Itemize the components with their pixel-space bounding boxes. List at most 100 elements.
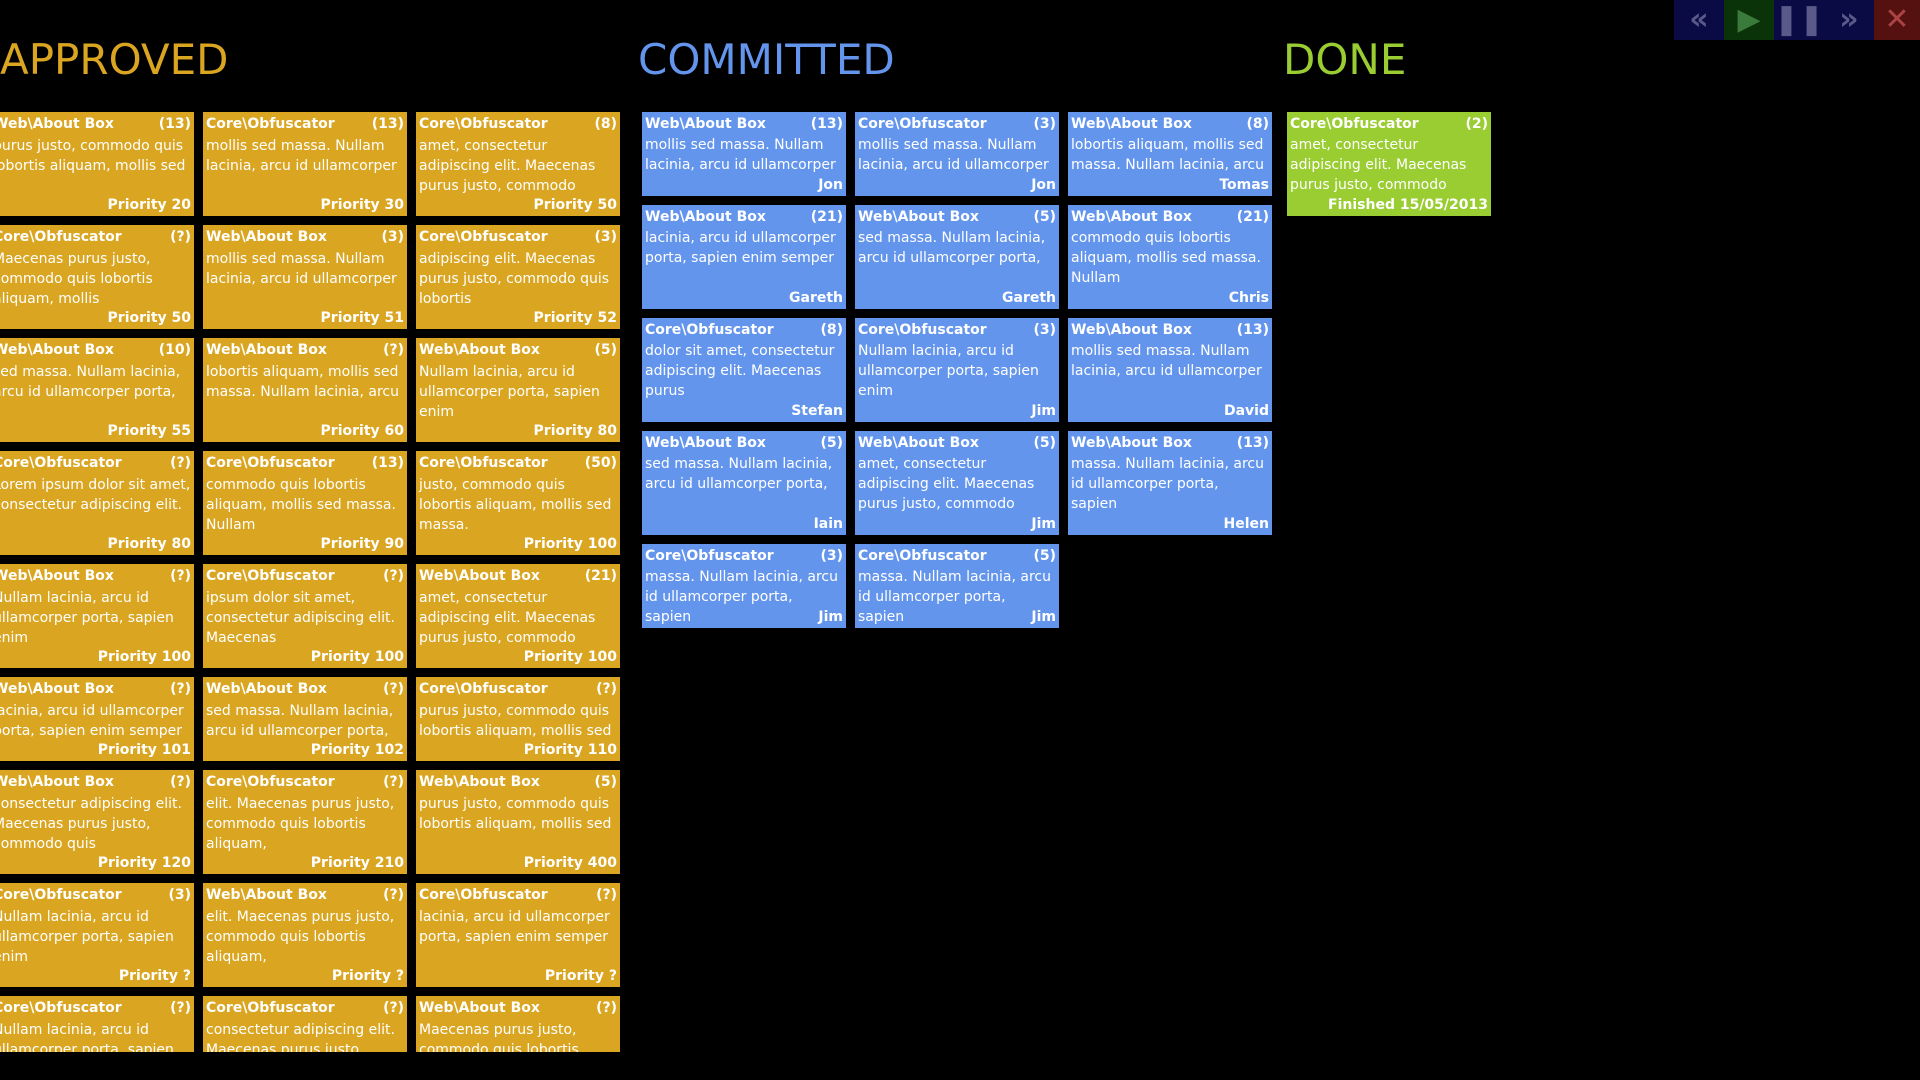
approved-card[interactable]: Core\Obfuscator(?)consectetur adipiscing…: [203, 996, 407, 1052]
approved-card[interactable]: Core\Obfuscator(?)elit. Maecenas purus j…: [203, 770, 407, 874]
card-estimate: (21): [810, 209, 843, 225]
approved-card[interactable]: Core\Obfuscator(?)Maecenas purus justo, …: [0, 225, 194, 329]
card-description: justo, commodo quis lobortis aliquam, mo…: [419, 477, 612, 533]
approved-card[interactable]: Web\About Box(13)purus justo, commodo qu…: [0, 112, 194, 216]
committed-card[interactable]: Web\About Box(21)lacinia, arcu id ullamc…: [642, 205, 846, 309]
committed-card[interactable]: Web\About Box(5)sed massa. Nullam lacini…: [642, 431, 846, 535]
card-header: Core\Obfuscator(?): [419, 886, 617, 904]
approved-card[interactable]: Web\About Box(?)lobortis aliquam, mollis…: [203, 338, 407, 442]
card-header: Core\Obfuscator(3): [645, 547, 843, 565]
approved-card[interactable]: Core\Obfuscator(50)justo, commodo quis l…: [416, 451, 620, 555]
approved-card[interactable]: Web\About Box(?)consectetur adipiscing e…: [0, 770, 194, 874]
card-header: Web\About Box(8): [1071, 115, 1269, 133]
card-description: sed massa. Nullam lacinia, arcu id ullam…: [206, 703, 394, 739]
card-header: Core\Obfuscator(?): [206, 999, 404, 1017]
card-header: Web\About Box(5): [419, 773, 617, 791]
committed-card[interactable]: Web\About Box(13)massa. Nullam lacinia, …: [1068, 431, 1272, 535]
card-description: lacinia, arcu id ullamcorper porta, sapi…: [0, 703, 184, 739]
card-header: Core\Obfuscator(?): [206, 773, 404, 791]
approved-card[interactable]: Core\Obfuscator(3)adipiscing elit. Maece…: [416, 225, 620, 329]
approved-card[interactable]: Core\Obfuscator(3)Nullam lacinia, arcu i…: [0, 883, 194, 987]
committed-card[interactable]: Web\About Box(8)lobortis aliquam, mollis…: [1068, 112, 1272, 196]
committed-card[interactable]: Web\About Box(13)mollis sed massa. Nulla…: [1068, 318, 1272, 422]
card-title: Core\Obfuscator: [419, 455, 548, 471]
done-card[interactable]: Core\Obfuscator(2)amet, consectetur adip…: [1287, 112, 1491, 216]
card-estimate: (13): [1236, 435, 1269, 451]
committed-card[interactable]: Core\Obfuscator(3)Nullam lacinia, arcu i…: [855, 318, 1059, 422]
card-footer: Priority 120: [97, 855, 191, 871]
card-description: commodo quis lobortis aliquam, mollis se…: [206, 477, 396, 533]
fast-forward-icon[interactable]: »: [1824, 0, 1874, 40]
card-title: Web\About Box: [206, 342, 327, 358]
committed-card[interactable]: Core\Obfuscator(8)dolor sit amet, consec…: [642, 318, 846, 422]
approved-card[interactable]: Core\Obfuscator(13)mollis sed massa. Nul…: [203, 112, 407, 216]
approved-card[interactable]: Core\Obfuscator(?)Lorem ipsum dolor sit …: [0, 451, 194, 555]
card-estimate: (?): [170, 681, 191, 697]
approved-card[interactable]: Web\About Box(?)sed massa. Nullam lacini…: [203, 677, 407, 761]
card-title: Core\Obfuscator: [0, 229, 122, 245]
card-description: mollis sed massa. Nullam lacinia, arcu i…: [1071, 343, 1262, 379]
card-footer: Priority 90: [320, 536, 404, 552]
card-footer: Priority 400: [523, 855, 617, 871]
card-estimate: (?): [596, 887, 617, 903]
card-estimate: (?): [170, 774, 191, 790]
card-footer: Priority ?: [331, 968, 404, 984]
card-title: Web\About Box: [419, 774, 540, 790]
approved-card[interactable]: Web\About Box(?)Maecenas purus justo, co…: [416, 996, 620, 1052]
card-title: Web\About Box: [0, 681, 114, 697]
approved-card[interactable]: Web\About Box(5)Nullam lacinia, arcu id …: [416, 338, 620, 442]
close-icon[interactable]: ✕: [1874, 0, 1920, 40]
approved-card[interactable]: Core\Obfuscator(?)lacinia, arcu id ullam…: [416, 883, 620, 987]
card-estimate: (?): [170, 568, 191, 584]
approved-card[interactable]: Core\Obfuscator(13)commodo quis lobortis…: [203, 451, 407, 555]
card-footer: Priority 101: [97, 742, 191, 758]
approved-card[interactable]: Web\About Box (?) lacinia, arcu id ullamco…: [0, 677, 194, 761]
card-estimate: (3): [381, 229, 404, 245]
approved-card[interactable]: Web\About Box(?)Nullam lacinia, arcu id …: [0, 564, 194, 668]
done-card-grid: Core\Obfuscator(2)amet, consectetur adip…: [1287, 112, 1501, 216]
card-estimate: (5): [1033, 435, 1056, 451]
card-footer: Priority 80: [107, 536, 191, 552]
committed-card[interactable]: Web\About Box(21)commodo quis lobortis a…: [1068, 205, 1272, 309]
approved-card[interactable]: Web\About Box(3)mollis sed massa. Nullam…: [203, 225, 407, 329]
card-description: amet, consectetur adipiscing elit. Maece…: [419, 590, 596, 646]
committed-card[interactable]: Core\Obfuscator(3)massa. Nullam lacinia,…: [642, 544, 846, 628]
card-title: Web\About Box: [0, 116, 114, 132]
card-header: Web\About Box (?): [0, 680, 191, 698]
card-title: Web\About Box: [858, 435, 979, 451]
approved-card[interactable]: Web\About Box(5) purus justo, commodo qui…: [416, 770, 620, 874]
card-title: Web\About Box: [645, 435, 766, 451]
approved-card[interactable]: Core\Obfuscator(?)ipsum dolor sit amet, …: [203, 564, 407, 668]
card-estimate: (?): [383, 342, 404, 358]
card-title: Core\Obfuscator: [419, 116, 548, 132]
approved-card[interactable]: Core\Obfuscator(8)amet, consectetur adip…: [416, 112, 620, 216]
committed-card[interactable]: Core\Obfuscator(3)mollis sed massa. Null…: [855, 112, 1059, 196]
card-header: Core\Obfuscator(5): [858, 547, 1056, 565]
card-title: Web\About Box: [0, 342, 114, 358]
card-description: Maecenas purus justo, commodo quis lobor…: [419, 1022, 579, 1052]
card-description: commodo quis lobortis aliquam, mollis se…: [1071, 230, 1261, 286]
card-description: sed massa. Nullam lacinia, arcu id ullam…: [0, 364, 181, 400]
committed-card[interactable]: Web\About Box(13)mollis sed massa. Nulla…: [642, 112, 846, 196]
card-footer: Helen: [1223, 516, 1269, 532]
play-icon[interactable]: ▶: [1724, 0, 1774, 40]
pause-icon[interactable]: ❚❚: [1774, 0, 1824, 40]
approved-card[interactable]: Web\About Box(?)elit. Maecenas purus jus…: [203, 883, 407, 987]
card-header: Core\Obfuscator(8): [419, 115, 617, 133]
approved-card[interactable]: Web\About Box (10) sed massa. Nullam lacin…: [0, 338, 194, 442]
card-estimate: (5): [820, 435, 843, 451]
approved-card[interactable]: Core\Obfuscator(?)purus justo, commodo q…: [416, 677, 620, 761]
card-header: Web\About Box (?): [206, 341, 404, 359]
committed-card[interactable]: Web\About Box(5)amet, consectetur adipis…: [855, 431, 1059, 535]
card-description: purus justo, commodo quis lobortis aliqu…: [419, 796, 612, 832]
card-estimate: (10): [158, 342, 191, 358]
card-description: ipsum dolor sit amet, consectetur adipis…: [206, 590, 395, 646]
committed-card[interactable]: Core\Obfuscator(5)massa. Nullam lacinia,…: [855, 544, 1059, 628]
approved-card[interactable]: Core\Obfuscator(?)Nullam lacinia, arcu i…: [0, 996, 194, 1052]
card-footer: Priority 50: [107, 310, 191, 326]
card-footer: Jim: [818, 609, 843, 625]
committed-card[interactable]: Web\About Box(5)sed massa. Nullam lacini…: [855, 205, 1059, 309]
approved-card[interactable]: Web\About Box(21)amet, consectetur adipi…: [416, 564, 620, 668]
card-title: Core\Obfuscator: [0, 1000, 122, 1016]
rewind-icon[interactable]: «: [1674, 0, 1724, 40]
